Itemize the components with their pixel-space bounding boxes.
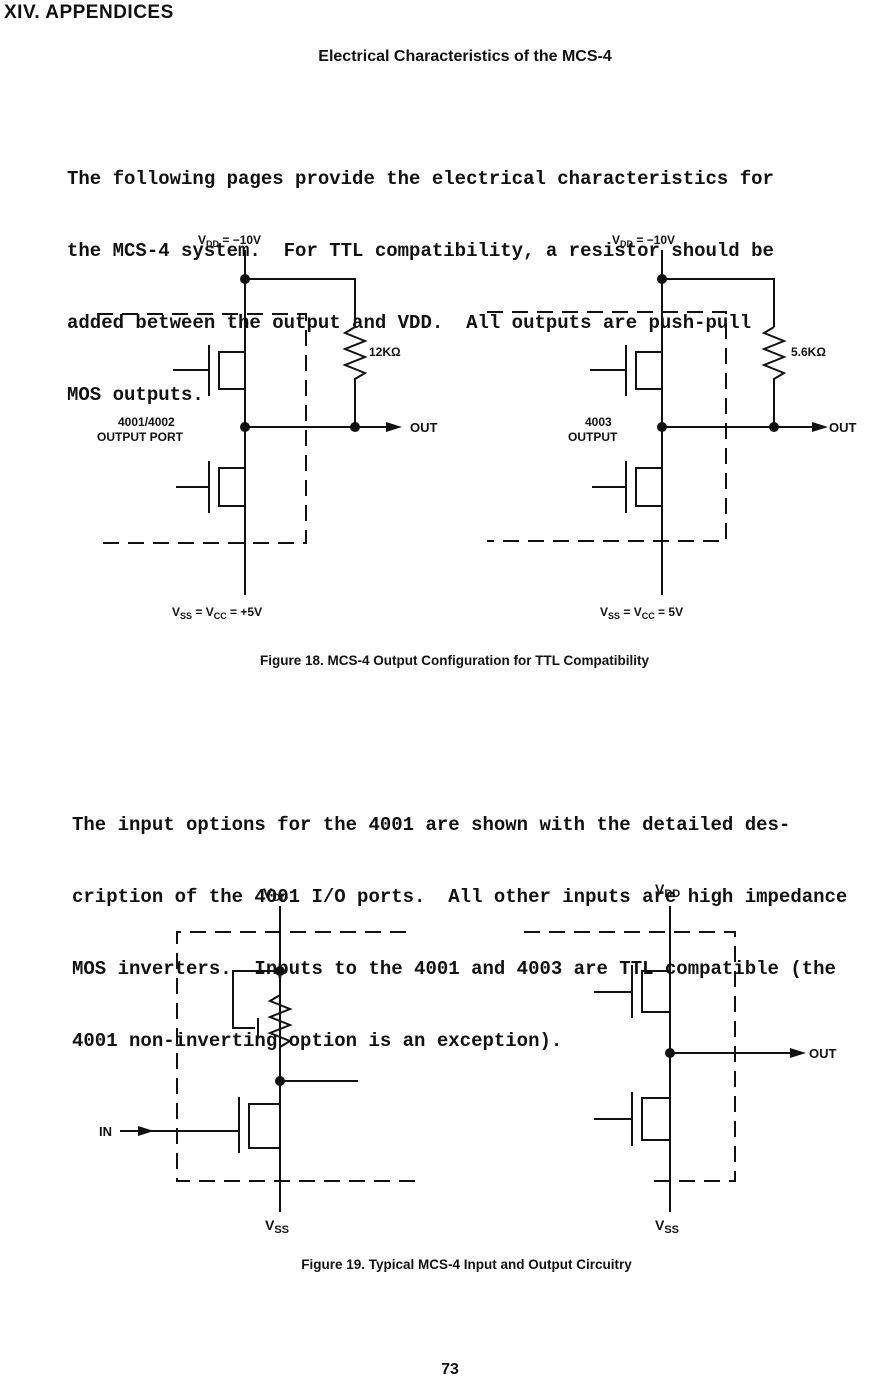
vdd-label: VDD bbox=[263, 885, 288, 904]
out-label: OUT bbox=[809, 1046, 837, 1061]
out-label: OUT bbox=[410, 420, 438, 435]
chip-boundary bbox=[97, 313, 307, 544]
paragraph-line: cription of the 4001 I/O ports. All othe… bbox=[72, 886, 848, 908]
paragraph-line: The input options for the 4001 are shown… bbox=[72, 814, 791, 836]
out-label: OUT bbox=[829, 420, 857, 435]
input-options-paragraph: The input options for the 4001 are shown… bbox=[72, 765, 847, 1077]
section-title: XIV. APPENDICES bbox=[4, 2, 174, 23]
resistor-symbol bbox=[267, 994, 293, 1048]
page-heading: Electrical Characteristics of the MCS-4 bbox=[318, 48, 612, 65]
mosfet-upper bbox=[590, 345, 662, 396]
chip-boundary bbox=[524, 931, 736, 1182]
paragraph-line: MOS outputs. bbox=[67, 384, 204, 406]
mosfet-upper bbox=[173, 345, 245, 396]
vss-label: VSS bbox=[655, 1217, 679, 1236]
arrow-icon bbox=[812, 422, 828, 432]
mosfet-lower bbox=[592, 461, 662, 513]
arrow-icon bbox=[386, 422, 402, 432]
figure19-right-circuit: VDD OUT VSS bbox=[524, 881, 837, 1236]
paragraph-line: added between the output and VDD. All ou… bbox=[67, 312, 752, 334]
vdd-label: VDD = −10V bbox=[612, 233, 675, 249]
figure18-right-circuit: VDD = −10V 5.6KΩ OUT 4003 OUTPUT VSS = V… bbox=[487, 233, 857, 621]
paragraph-line: the MCS-4 system. For TTL compatibility,… bbox=[67, 240, 774, 262]
mosfet-lower bbox=[176, 461, 245, 513]
figure18-left-circuit: VDD = −10V 12KΩ OUT 4001/4002 OUTPUT POR… bbox=[97, 233, 438, 621]
page-number: 73 bbox=[441, 1361, 459, 1378]
block-label: OUTPUT bbox=[568, 430, 618, 444]
chip-boundary bbox=[487, 311, 727, 542]
vss-label: VSS = VCC = 5V bbox=[600, 605, 683, 621]
vss-label: VSS = VCC = +5V bbox=[172, 605, 262, 621]
block-label: 4001/4002 bbox=[118, 415, 175, 429]
mosfet-input bbox=[120, 1097, 280, 1153]
block-label: OUTPUT PORT bbox=[97, 430, 184, 444]
block-label: 4003 bbox=[585, 415, 612, 429]
intro-paragraph: The following pages provide the electric… bbox=[67, 119, 774, 431]
vdd-label: VDD = −10V bbox=[198, 233, 261, 249]
mosfet-lower bbox=[594, 1092, 670, 1146]
paragraph-line: MOS inverters. Inputs to the 4001 and 40… bbox=[72, 958, 836, 980]
resistor-symbol bbox=[761, 326, 787, 427]
chip-boundary bbox=[176, 931, 417, 1182]
resistor-value: 12KΩ bbox=[369, 345, 401, 359]
arrow-icon bbox=[790, 1048, 806, 1058]
arrow-icon bbox=[138, 1126, 154, 1136]
pullup-wire bbox=[245, 278, 356, 327]
pullup-wire bbox=[662, 278, 775, 327]
input-label: IN bbox=[99, 1124, 112, 1139]
figure19-left-circuit: VDD IN VSS bbox=[99, 885, 417, 1236]
resistor-symbol bbox=[342, 326, 368, 427]
load-gate-wire bbox=[232, 970, 280, 1029]
figure-caption: Figure 18. MCS-4 Output Configuration fo… bbox=[260, 653, 649, 668]
mosfet-upper bbox=[594, 965, 670, 1018]
resistor-value: 5.6KΩ bbox=[791, 345, 826, 359]
paragraph-line: 4001 non-inverting option is an exceptio… bbox=[72, 1030, 563, 1052]
figure-caption: Figure 19. Typical MCS-4 Input and Outpu… bbox=[301, 1257, 632, 1272]
vss-label: VSS bbox=[265, 1217, 289, 1236]
vdd-label: VDD bbox=[655, 881, 680, 900]
paragraph-line: The following pages provide the electric… bbox=[67, 168, 774, 190]
